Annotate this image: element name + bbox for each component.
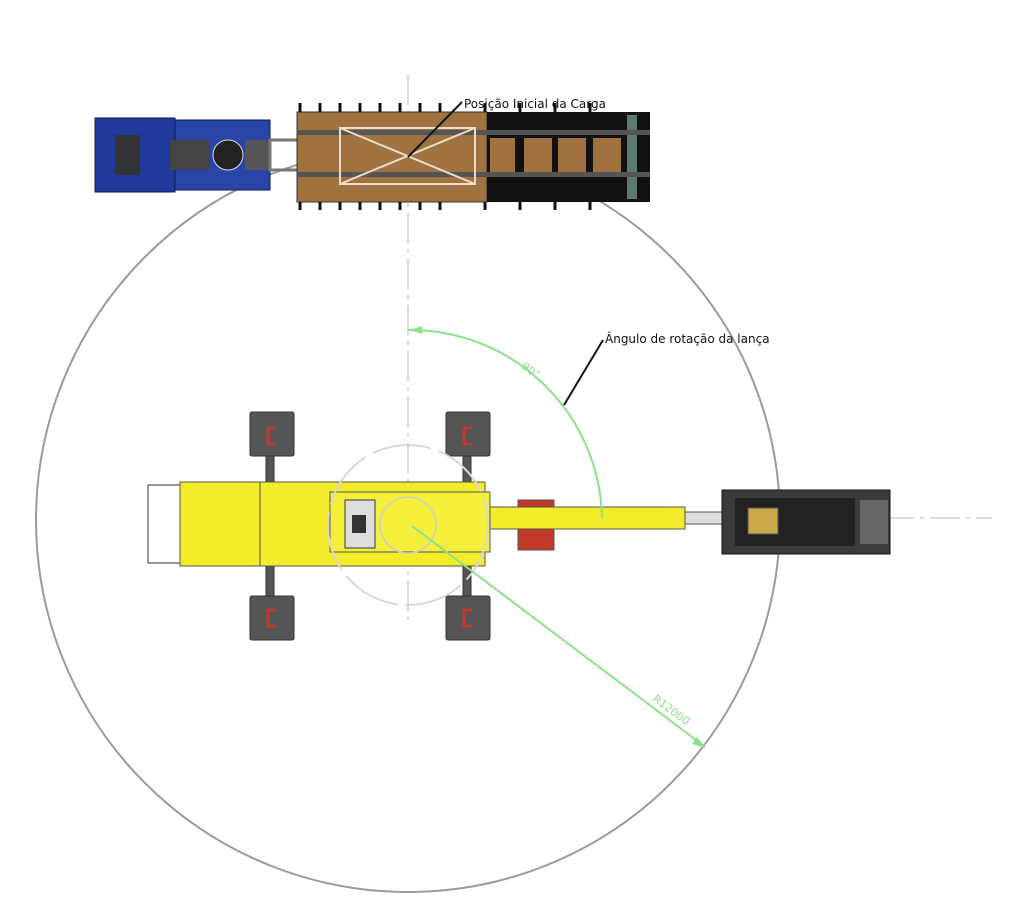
rotation-angle-arc [407,328,603,519]
radius-dimension-line [411,525,705,747]
truck-with-trailer [94,103,650,210]
rotation-angle-leader [563,339,604,406]
arrowhead-icon [692,737,706,748]
mobile-crane [147,411,726,641]
load-initial-position-label: Posição Inicial da Carga [464,97,606,111]
outrigger-pad [445,595,491,641]
trailer-deck [296,111,488,203]
slewing-ring [327,444,489,606]
outrigger-pad [249,411,295,457]
outrigger-pad [445,411,491,457]
suspended-load [721,489,891,555]
angle-value: 90° [519,360,542,382]
arrowhead-icon [410,326,422,334]
load-position-leader [407,101,463,158]
initial-load-outline [339,127,476,185]
outrigger-pad [249,595,295,641]
boom [489,506,686,530]
boom-rotation-angle-label: Ângulo de rotação da lança [605,331,770,346]
